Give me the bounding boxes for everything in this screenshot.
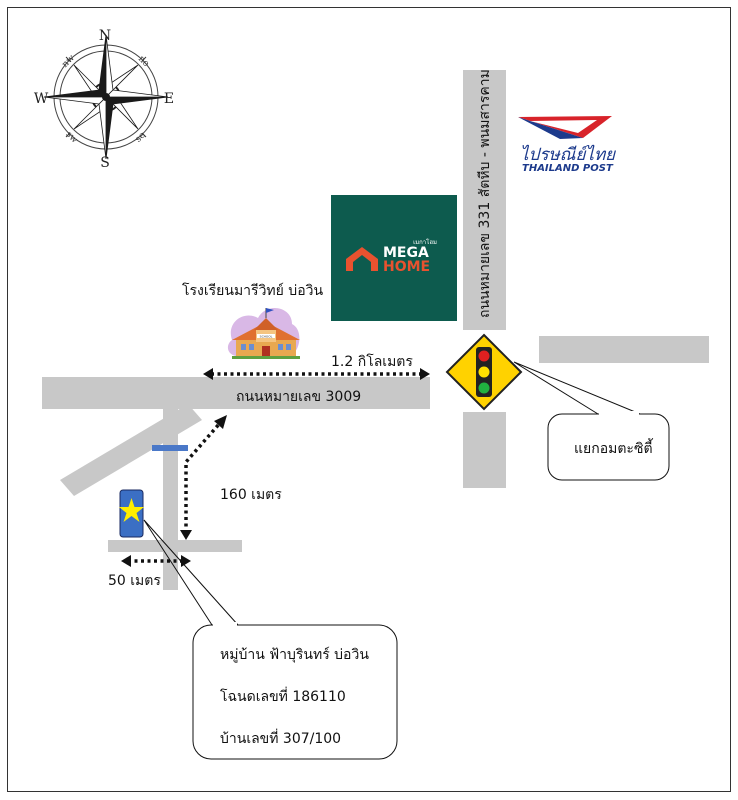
house-number: บ้านเลขที่ 307/100 bbox=[220, 731, 342, 747]
megahome-logo: เมกาโฮม MEGA HOME bbox=[331, 195, 457, 321]
road-331-south bbox=[463, 412, 506, 488]
village-name: หมู่บ้าน ฟ้าบุรินทร์ บ่อวิน bbox=[220, 647, 369, 663]
deed-number: โฉนดเลขที่ 186110 bbox=[220, 689, 346, 705]
school-icon: SCHOOL bbox=[227, 307, 300, 359]
distance-arrows bbox=[128, 372, 422, 563]
road-3009-label: ถนนหมายเลข 3009 bbox=[236, 389, 362, 405]
road-3009 bbox=[42, 377, 430, 409]
entrance-bar bbox=[152, 445, 188, 451]
megahome-mega: MEGA bbox=[383, 245, 429, 261]
post-thai-text: ไปรษณีย์ไทย bbox=[520, 144, 616, 165]
roads bbox=[42, 70, 709, 590]
compass-icon: N S E W nw ne sw se bbox=[34, 28, 174, 171]
intersection-callout bbox=[513, 361, 670, 481]
megahome-home: HOME bbox=[383, 259, 430, 275]
megahome-small-text: เมกาโฮม bbox=[413, 238, 437, 246]
thailand-post-logo: ไปรษณีย์ไทย THAILAND POST bbox=[518, 116, 616, 174]
traffic-light-icon bbox=[445, 333, 523, 411]
road-331-label: ถนนหมายเลข 331 สัตหีบ - พนมสารคาม bbox=[477, 69, 493, 318]
destination-star-marker bbox=[119, 489, 144, 538]
road-331-north bbox=[463, 70, 506, 330]
intersection-label: แยกอมตะซิตี้ bbox=[574, 441, 653, 457]
school-sign-text: SCHOOL bbox=[260, 335, 273, 339]
post-english-text: THAILAND POST bbox=[522, 163, 614, 174]
school-label: โรงเรียนมารีวิทย์ บ่อวิน bbox=[182, 283, 324, 299]
destination-callout bbox=[143, 519, 398, 760]
soi-horizontal bbox=[108, 540, 242, 552]
road-east bbox=[539, 336, 709, 363]
compass-north: N bbox=[99, 28, 111, 44]
distance-160m-label: 160 เมตร bbox=[220, 487, 282, 503]
compass-south: S bbox=[100, 155, 110, 171]
compass-east: E bbox=[164, 91, 174, 107]
distance-1-2km-label: 1.2 กิโลเมตร bbox=[331, 354, 413, 370]
arrow-160m bbox=[184, 421, 222, 533]
compass-west: W bbox=[34, 91, 49, 107]
distance-50m-label: 50 เมตร bbox=[108, 573, 161, 589]
